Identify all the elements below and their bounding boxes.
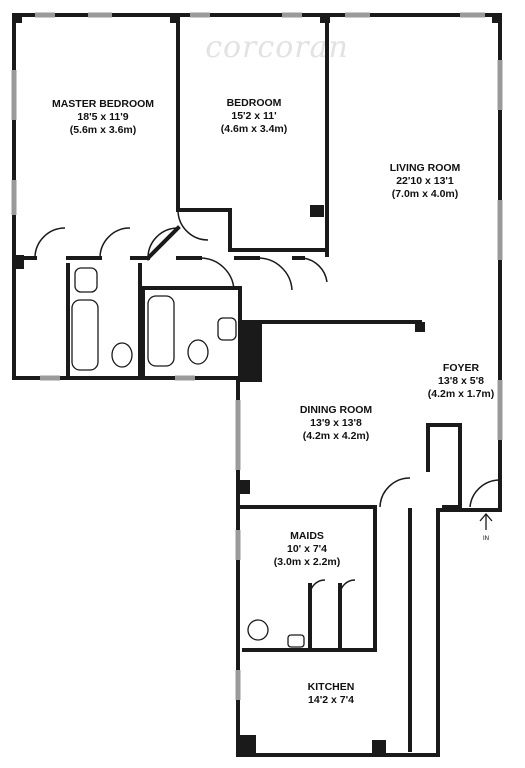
watermark-logo: corcoran bbox=[205, 30, 349, 65]
bathroom-fixtures bbox=[71, 267, 305, 648]
entry-arrow-icon bbox=[479, 513, 493, 530]
entry-label: IN bbox=[483, 536, 489, 542]
windows bbox=[11, 12, 503, 700]
columns bbox=[14, 15, 500, 755]
door-swings bbox=[34, 209, 501, 596]
